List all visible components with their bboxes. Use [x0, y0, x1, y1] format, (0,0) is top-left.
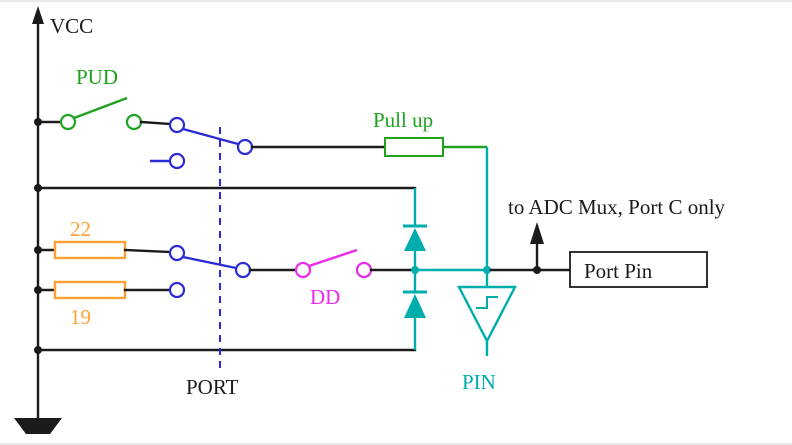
switch-contact-icon — [168, 116, 186, 134]
vcc-arrow-icon — [32, 6, 44, 24]
pin-node — [411, 266, 572, 274]
switch-contact-icon — [125, 113, 143, 131]
switch-contact-icon — [168, 244, 186, 262]
switch-contact-icon — [59, 113, 77, 131]
output-switch-bottom — [168, 244, 252, 299]
clamp-diodes — [403, 188, 427, 350]
wire-segment — [123, 248, 172, 254]
port-pin-box — [569, 251, 708, 288]
resistor-icon — [384, 137, 444, 157]
switch-contact-icon — [168, 152, 186, 170]
output-switch-top — [139, 116, 254, 170]
resistor-icon — [53, 240, 127, 260]
port-label: PORT — [186, 375, 239, 399]
vcc-rail — [14, 6, 62, 434]
wire-segment — [139, 120, 172, 126]
switch-lever-icon — [308, 248, 358, 268]
switch-contact-icon — [234, 261, 252, 279]
pud-label: PUD — [76, 65, 118, 89]
switch-lever-icon — [73, 96, 128, 120]
input-buffer — [457, 285, 517, 356]
vcc-label: VCC — [50, 14, 93, 38]
arrow-up-icon — [530, 222, 544, 244]
junction-dot — [411, 266, 419, 274]
hysteresis-icon — [476, 296, 498, 309]
diode-icon — [404, 294, 426, 318]
switch-contact-icon — [236, 138, 254, 156]
dd-label: DD — [310, 285, 340, 309]
adc-branch — [530, 222, 544, 270]
ground-icon — [14, 418, 62, 434]
resistor-bottom-label: 19 — [70, 305, 91, 329]
switch-lever-icon — [182, 127, 239, 146]
switch-contact-icon — [294, 261, 312, 279]
switch-lever-icon — [182, 255, 237, 270]
pin-label: PIN — [462, 370, 496, 394]
adc-note-label: to ADC Mux, Port C only — [508, 195, 726, 219]
junction-dot — [533, 266, 541, 274]
resistor-icon — [53, 280, 127, 300]
switch-contact-icon — [355, 261, 373, 279]
pud-switch — [36, 96, 143, 131]
drive-resistors — [36, 240, 172, 300]
dd-switch — [248, 248, 413, 279]
buffer-triangle-icon — [457, 285, 517, 344]
diode-icon — [404, 228, 426, 251]
resistor-top-label: 22 — [70, 217, 91, 241]
port-pin-label: Port Pin — [584, 259, 653, 283]
switch-contact-icon — [168, 281, 186, 299]
pull-up-resistor — [250, 137, 487, 157]
pull-up-label: Pull up — [373, 108, 433, 132]
